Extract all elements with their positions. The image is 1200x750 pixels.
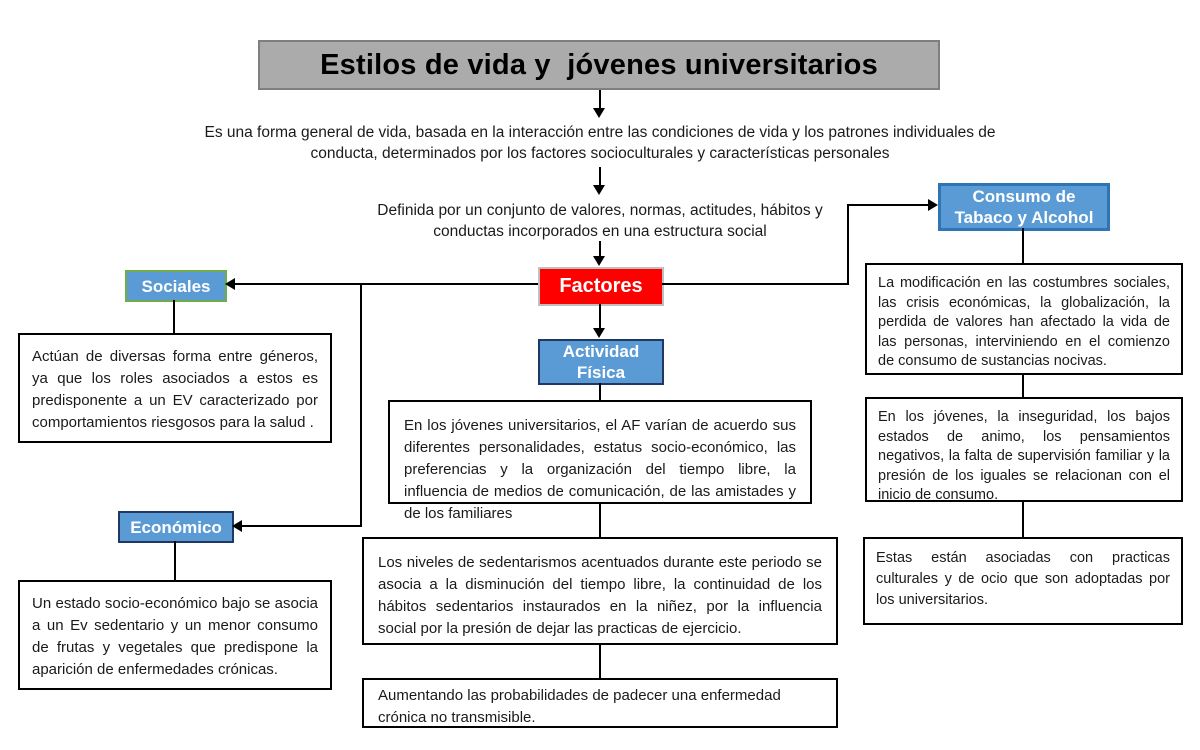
connector-sociales-description-line xyxy=(173,300,175,333)
factores-label: Factores xyxy=(559,275,643,297)
intro-text: Es una forma general de vida, basada en … xyxy=(204,124,996,162)
connector-inicio-practicas-line xyxy=(1022,502,1024,537)
connector-up-consumo-line xyxy=(849,204,930,206)
actividad-fisica-label: Actividad Física xyxy=(562,342,640,382)
enfermedad-cronica-box: Aumentando las probabilidades de padecer… xyxy=(362,678,838,728)
sedentarismo-box: Los niveles de sedentarismos acentuados … xyxy=(362,537,838,645)
arrowhead-left-economico xyxy=(232,520,242,532)
arrowhead-down-factores xyxy=(593,256,605,266)
arrowhead-down-af xyxy=(593,328,605,338)
actividad-fisica-node: Actividad Física xyxy=(538,339,664,385)
connector-af-description-line xyxy=(599,383,601,401)
connector-factores-sociales-line xyxy=(233,283,538,285)
connector-junction-vertical-line xyxy=(360,283,362,527)
economico-description-box: Un estado socio-económico bajo se asocia… xyxy=(18,580,332,690)
definition-text: Definida por un conjunto de valores, nor… xyxy=(377,202,823,240)
connector-intro-definition-line xyxy=(599,167,601,187)
connector-right-up-line xyxy=(847,204,849,285)
economico-label: Económico xyxy=(130,517,222,537)
sociales-node: Sociales xyxy=(125,270,227,302)
connector-factores-right-line xyxy=(662,283,849,285)
connector-factores-af-line xyxy=(599,304,601,329)
connector-title-intro-line xyxy=(599,90,601,110)
title-box: Estilos de vida y jóvenes universitarios xyxy=(258,40,940,90)
connector-sedentarismo-enfermedad-line xyxy=(599,644,601,678)
consumo-inicio-box: En los jóvenes, la inseguridad, los bajo… xyxy=(865,397,1183,503)
consumo-label: Consumo de Tabaco y Alcohol xyxy=(954,187,1094,227)
connector-definition-factores-line xyxy=(599,241,601,258)
sociales-description-box: Actúan de diversas forma entre géneros, … xyxy=(18,333,332,443)
page-title: Estilos de vida y jóvenes universitarios xyxy=(320,48,878,81)
arrowhead-left-sociales xyxy=(225,278,235,290)
connector-junction-economico-line xyxy=(240,525,362,527)
connector-consumo-causas-line xyxy=(1022,228,1024,263)
connector-economico-description-line xyxy=(174,541,176,580)
connector-causas-inicio-line xyxy=(1022,375,1024,397)
factores-node: Factores xyxy=(538,267,664,306)
economico-node: Económico xyxy=(118,511,234,543)
connector-af-sedentarismo-line xyxy=(599,503,601,538)
consumo-tabaco-alcohol-node: Consumo de Tabaco y Alcohol xyxy=(938,183,1110,231)
arrowhead-right-consumo xyxy=(928,199,938,211)
consumo-practicas-box: Estas están asociadas con practicas cult… xyxy=(863,537,1183,625)
consumo-causas-box: La modificación en las costumbres social… xyxy=(865,263,1183,375)
arrowhead-down-intro xyxy=(593,108,605,118)
arrowhead-down-definition xyxy=(593,185,605,195)
actividad-fisica-description-box: En los jóvenes universitarios, el AF var… xyxy=(388,400,812,522)
sociales-label: Sociales xyxy=(141,276,211,296)
